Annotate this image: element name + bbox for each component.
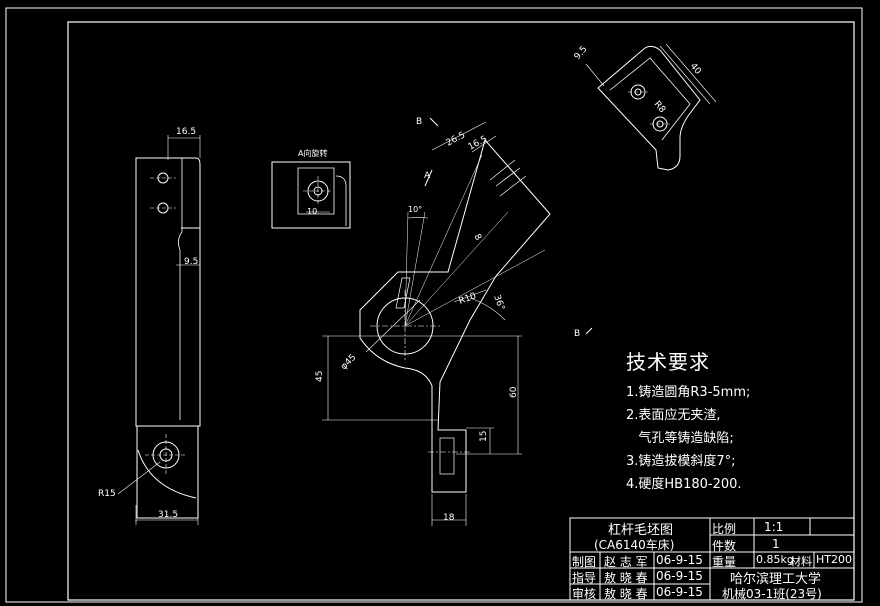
- row-name-2: 敖 晓 春: [604, 571, 648, 585]
- dim-31-5: 31.5: [158, 510, 178, 520]
- angle-10: 10°: [408, 205, 422, 214]
- a-view: [271, 161, 351, 229]
- row-date-2: 06-9-15: [656, 569, 703, 583]
- row-role-2: 指导: [572, 571, 597, 585]
- dim-10-small: 10: [307, 207, 317, 216]
- count-value: 1: [772, 537, 780, 551]
- dim-9-5-left: 9.5: [184, 257, 198, 267]
- machine-name: (CA6140车床): [594, 538, 675, 552]
- tech-line-5: 4.硬度HB180-200.: [626, 477, 742, 492]
- weight-label: 重量: [712, 555, 737, 569]
- b-view: [585, 43, 717, 171]
- tech-line-1: 1.铸造圆角R3-5mm;: [626, 385, 751, 400]
- row-role-3: 审核: [572, 587, 597, 601]
- scale-value: 1:1: [764, 520, 784, 534]
- outer-frame: [5, 7, 863, 603]
- dim-15: 15: [479, 431, 489, 442]
- tech-line-3: 气孔等铸造缺陷;: [626, 431, 734, 446]
- dim-45: 45: [315, 371, 325, 382]
- technical-requirements: 技术要求 1.铸造圆角R3-5mm; 2.表面应无夹渣, 气孔等铸造缺陷; 3.…: [626, 346, 750, 496]
- school-name: 哈尔滨理工大学: [730, 572, 822, 587]
- mark-b-top: B: [416, 117, 422, 127]
- part-name: 杠杆毛坯图: [608, 523, 674, 538]
- row-name-3: 敖 晓 春: [604, 587, 648, 601]
- tech-title: 技术要求: [626, 350, 710, 374]
- row-date-3: 06-9-15: [656, 585, 703, 599]
- row-date-1: 06-9-15: [656, 553, 703, 567]
- dim-r15: R15: [98, 489, 116, 499]
- mark-a: A: [424, 171, 431, 181]
- count-label: 件数: [712, 539, 737, 553]
- dim-60: 60: [509, 386, 519, 398]
- tech-line-2: 2.表面应无夹渣,: [626, 408, 721, 423]
- row-name-1: 赵 志 军: [604, 555, 648, 569]
- material-value: HT200: [816, 553, 852, 566]
- left-view: [117, 135, 201, 525]
- inner-frame: [67, 21, 855, 601]
- dim-18: 18: [443, 513, 455, 523]
- material-label: 材料: [790, 555, 812, 568]
- label-a-view: A向旋转: [298, 148, 327, 158]
- title-block: [569, 517, 855, 601]
- dim-16-5-left: 16.5: [176, 127, 196, 137]
- weight-value: 0.85kg: [756, 553, 794, 566]
- row-role-1: 制图: [572, 555, 597, 569]
- tech-line-4: 3.铸造拔模斜度7°;: [626, 454, 736, 469]
- mark-b-right: B: [574, 329, 580, 339]
- dim-8: 8: [471, 233, 483, 243]
- class-info: 机械03-1班(23号): [722, 587, 822, 601]
- scale-label: 比例: [712, 522, 737, 536]
- main-view: [322, 117, 593, 526]
